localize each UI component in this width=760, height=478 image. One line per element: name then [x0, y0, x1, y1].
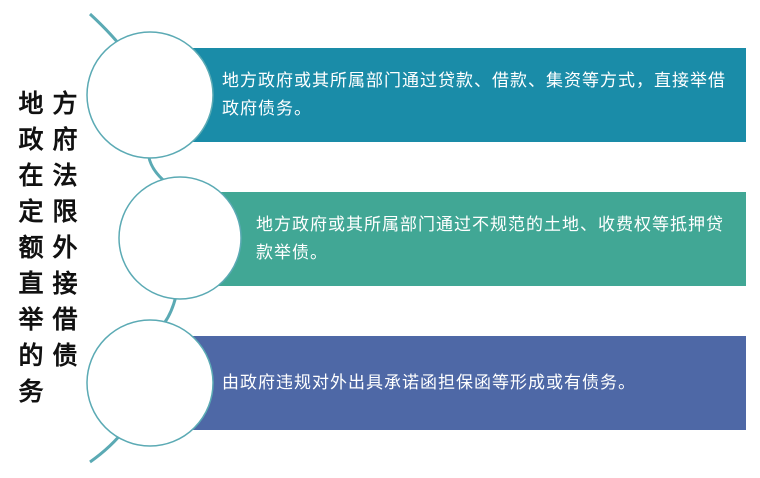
- title-right-char: 方: [52, 89, 78, 118]
- title-right-char: 限: [52, 197, 78, 226]
- title-left-char: 政: [18, 125, 44, 154]
- title-left-column: 地政在定额直举的务: [16, 86, 46, 410]
- title-right-char: 接: [52, 269, 78, 298]
- title-left-char: 额: [18, 233, 44, 262]
- banner-2-text: 地方政府或其所属部门通过不规范的土地、收费权等抵押贷款举债。: [256, 215, 724, 263]
- node-circle-3: [86, 319, 214, 447]
- node-circle-2: [118, 176, 242, 300]
- banner-1-text: 地方政府或其所属部门通过贷款、借款、集资等方式，直接举借政府债务。: [222, 71, 726, 119]
- title-left-char: 在: [18, 161, 44, 190]
- title-left-char: 直: [18, 269, 44, 298]
- title-left-char: 举: [18, 305, 44, 334]
- node-circle-1: [86, 31, 214, 159]
- title-right-char: 府: [52, 125, 78, 154]
- title-right-char: 借: [52, 305, 78, 334]
- title-right-column: 方府法限外接借债: [50, 86, 80, 374]
- banner-2: 地方政府或其所属部门通过不规范的土地、收费权等抵押贷款举债。: [188, 192, 746, 286]
- banner-3-text: 由政府违规对外出具承诺函担保函等形成或有债务。: [222, 373, 636, 393]
- title-right-char: 债: [52, 341, 78, 370]
- title-right-char: 法: [52, 161, 78, 190]
- title-left-char: 的: [18, 341, 44, 370]
- title-right-char: 外: [52, 233, 78, 262]
- title-left-char: 务: [18, 377, 44, 406]
- title-left-char: 地: [18, 89, 44, 118]
- banner-1: 地方政府或其所属部门通过贷款、借款、集资等方式，直接举借政府债务。: [170, 48, 746, 142]
- banner-3: 由政府违规对外出具承诺函担保函等形成或有债务。: [170, 336, 746, 430]
- title-left-char: 定: [18, 197, 44, 226]
